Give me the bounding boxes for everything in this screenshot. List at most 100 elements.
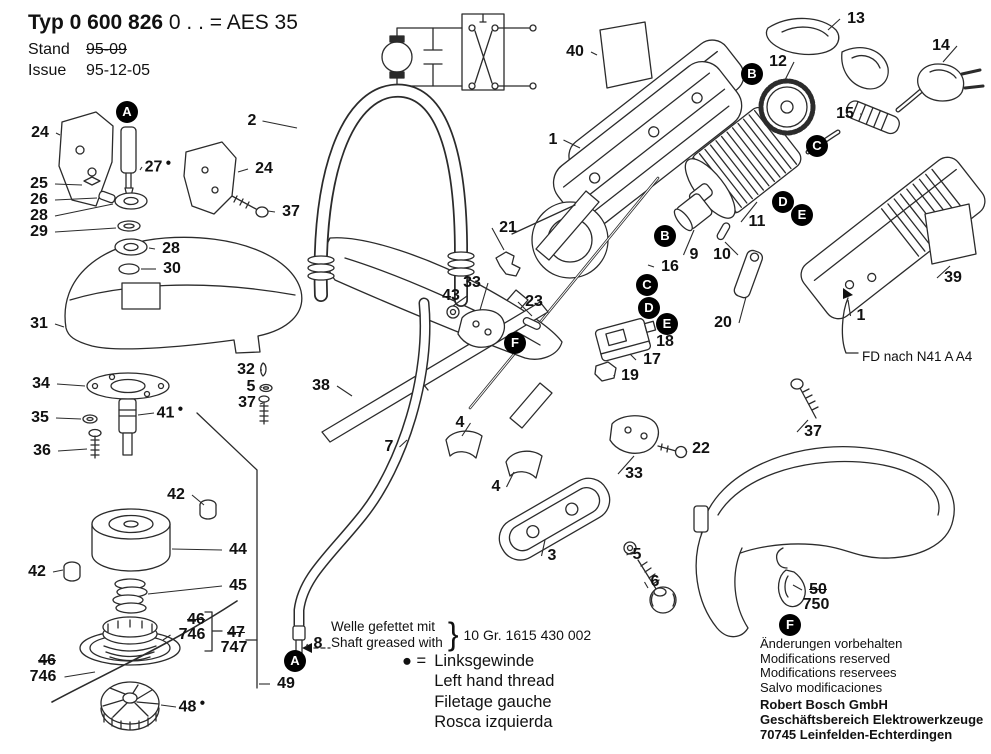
legend-lines-line: Rosca izquierda bbox=[434, 712, 553, 731]
part-label-13: 13 bbox=[847, 10, 865, 27]
leader-line-4 bbox=[506, 471, 515, 488]
leader-line-37 bbox=[267, 210, 276, 213]
part-label-50: 50 bbox=[809, 581, 827, 598]
part-label-750: 750 bbox=[802, 596, 830, 613]
part-label-22: 22 bbox=[692, 440, 710, 457]
leader-line-24 bbox=[55, 132, 61, 136]
part-label-746: 746 bbox=[178, 626, 206, 643]
callout-letter-B: B bbox=[741, 63, 763, 85]
part-label-37: 37 bbox=[282, 203, 300, 220]
leader-line-40 bbox=[590, 51, 598, 56]
part-label-29: 29 bbox=[30, 223, 48, 240]
part-label-16: 16 bbox=[661, 258, 679, 275]
callout-letter-F: F bbox=[779, 614, 801, 636]
part-label-18: 18 bbox=[656, 333, 674, 350]
left-hand-thread-dot-icon: ● bbox=[177, 403, 184, 415]
leader-line-24 bbox=[237, 168, 249, 173]
modification-notes-line: Modifications reserved bbox=[760, 650, 891, 666]
leader-line-33 bbox=[617, 455, 635, 475]
leader-line-43 bbox=[452, 295, 468, 307]
typ-number: 0 600 826 bbox=[69, 11, 164, 34]
typ-label: Typ bbox=[28, 11, 64, 34]
part-label-6: 6 bbox=[650, 573, 660, 590]
part-label-49: 49 bbox=[277, 675, 295, 692]
company-address-line: Robert Bosch GmbH bbox=[760, 697, 888, 713]
part-label-3: 3 bbox=[547, 547, 557, 564]
leader-line-25 bbox=[54, 183, 83, 186]
grease-note: Welle gefettet mit Shaft greased with } … bbox=[331, 616, 591, 653]
leader-line-8 bbox=[305, 643, 308, 648]
part-label-37: 37 bbox=[238, 394, 256, 411]
part-label-47: 47 bbox=[227, 624, 245, 641]
part-label-7: 7 bbox=[384, 438, 394, 455]
left-hand-thread-dot-icon: ● bbox=[199, 697, 206, 709]
part-label-4: 4 bbox=[455, 414, 465, 431]
leader-line-18 bbox=[648, 341, 651, 345]
part-label-4: 4 bbox=[491, 478, 501, 495]
callout-letter-A: A bbox=[116, 101, 138, 123]
leader-line-28 bbox=[148, 247, 156, 250]
part-label-41: 41● bbox=[156, 403, 184, 422]
leader-line-5 bbox=[626, 551, 634, 556]
callout-letter-F: F bbox=[504, 332, 526, 354]
left-hand-thread-dot-icon: ● bbox=[165, 157, 172, 169]
callout-letter-C: C bbox=[636, 274, 658, 296]
sheet-header: Typ 0 600 826 0 . . = AES 35 Stand 95-09… bbox=[28, 10, 298, 81]
company-address-line: Geschäftsbereich Elektrowerkzeuge bbox=[760, 712, 984, 727]
leader-line-41 bbox=[137, 412, 155, 416]
part-label-21: 21 bbox=[499, 219, 517, 236]
part-label-10: 10 bbox=[713, 246, 731, 263]
part-label-37: 37 bbox=[804, 423, 822, 440]
leader-line-14 bbox=[942, 45, 958, 63]
part-label-32: 32 bbox=[237, 361, 255, 378]
part-label-39: 39 bbox=[944, 269, 962, 286]
part-label-42: 42 bbox=[167, 486, 185, 503]
leader-line-1 bbox=[563, 139, 581, 149]
part-label-27: 27● bbox=[144, 157, 172, 176]
modification-notes-line: Änderungen vorbehalten bbox=[760, 636, 903, 651]
grease-note-en: Shaft greased with bbox=[331, 634, 443, 650]
issue-value: 95-12-05 bbox=[86, 62, 151, 80]
part-label-46: 46 bbox=[38, 652, 56, 669]
part-label-48: 48● bbox=[178, 697, 206, 716]
part-label-34: 34 bbox=[32, 375, 50, 392]
part-label-46: 46 bbox=[187, 611, 205, 628]
leader-line-13 bbox=[827, 18, 841, 31]
leader-line-22 bbox=[684, 448, 688, 453]
part-label-36: 36 bbox=[33, 442, 51, 459]
part-label-12: 12 bbox=[769, 53, 787, 70]
legend-lines-line: Filetage gauche bbox=[434, 692, 552, 711]
callout-letter-A: A bbox=[284, 650, 306, 672]
leader-line-6 bbox=[644, 581, 649, 589]
leader-line-2 bbox=[262, 120, 298, 129]
leader-line-3 bbox=[540, 539, 546, 557]
part-label-25: 25 bbox=[30, 175, 48, 192]
grease-brace: } bbox=[447, 616, 459, 652]
leader-line-9 bbox=[682, 229, 695, 256]
part-label-20: 20 bbox=[714, 314, 732, 331]
part-label-8: 8 bbox=[313, 635, 323, 652]
leader-line-50 bbox=[792, 584, 803, 591]
leader-line-39 bbox=[936, 265, 951, 279]
legend-lines-line: Linksgewinde bbox=[434, 652, 535, 670]
leader-line-48 bbox=[160, 704, 177, 708]
wiring-schematic-drawing bbox=[381, 13, 537, 91]
modification-notes-line: Salvo modificaciones bbox=[760, 679, 883, 695]
leader-line-45 bbox=[147, 585, 223, 595]
leader-line-5 bbox=[261, 386, 263, 389]
leader-line-33 bbox=[479, 282, 489, 311]
part-label-1: 1 bbox=[548, 131, 558, 148]
callout-letter-B: B bbox=[654, 225, 676, 247]
part-label-24: 24 bbox=[255, 160, 273, 177]
leader-line-17 bbox=[629, 353, 637, 361]
part-label-24: 24 bbox=[31, 124, 49, 141]
leader-line-12 bbox=[783, 61, 795, 83]
fd-note: FD nach N41 A A4 bbox=[862, 349, 973, 364]
leader-line-35 bbox=[55, 417, 82, 420]
callout-letter-D: D bbox=[772, 191, 794, 213]
callout-letter-E: E bbox=[791, 204, 813, 226]
